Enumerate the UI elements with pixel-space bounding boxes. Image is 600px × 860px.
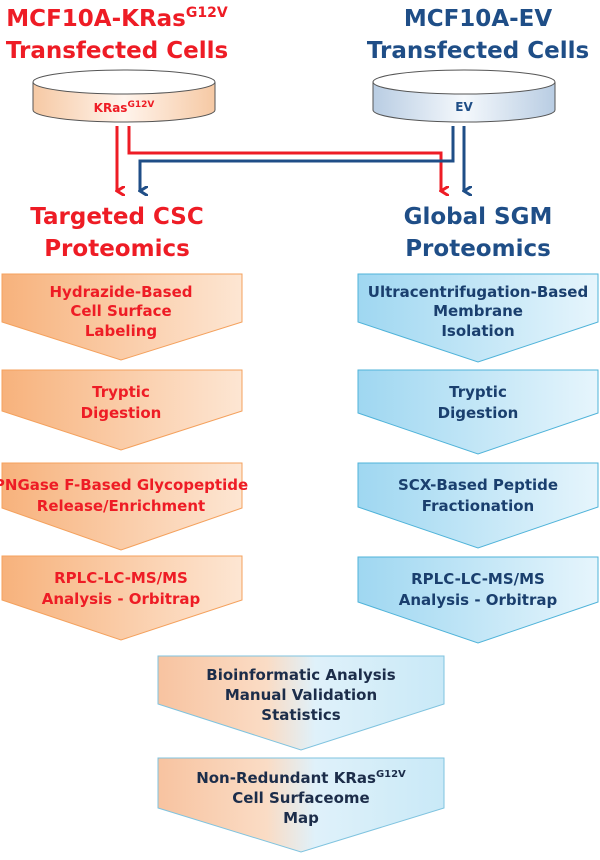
right-step-2: Tryptic Digestion (357, 369, 599, 455)
left-step-1: Hydrazide-Based Cell Surface Labeling (1, 273, 243, 361)
left-branch-title-line2: Proteomics (44, 236, 190, 262)
right-step-1-line2: Membrane (433, 302, 523, 320)
left-branch-title-line1: Targeted CSC (30, 204, 203, 230)
left-step-3-line2: Release/Enrichment (37, 497, 205, 515)
right-step-3: SCX-Based Peptide Fractionation (357, 462, 599, 549)
left-step-4: RPLC-LC-MS/MS Analysis - Orbitrap (1, 555, 243, 641)
flow-arrows (117, 126, 464, 191)
right-step-1-line1: Ultracentrifugation-Based (368, 283, 588, 301)
merged-step-1: Bioinformatic Analysis Manual Validation… (157, 655, 445, 751)
merged-step-2-line1: Non-Redundant KRasG12V (196, 769, 406, 787)
right-header-line2: Transfected Cells (367, 38, 589, 64)
right-step-3-line1: SCX-Based Peptide (398, 476, 558, 494)
left-step-3: PNGase F-Based Glycopeptide Release/Enri… (0, 462, 248, 551)
merged-step-1-line2: Manual Validation (225, 686, 377, 704)
merged-step-2-line2: Cell Surfaceome (232, 789, 369, 807)
right-step-3-line2: Fractionation (422, 497, 534, 515)
arrow-ev-to-csc (140, 126, 455, 191)
merged-step-1-line3: Statistics (261, 706, 341, 724)
merged-step-2: Non-Redundant KRasG12V Cell Surfaceome M… (157, 757, 445, 853)
right-step-2-line1: Tryptic (449, 383, 507, 401)
left-step-2-line1: Tryptic (92, 383, 150, 401)
left-header-line2: Transfected Cells (6, 38, 228, 64)
kras-culture-dish: KRasG12V (32, 69, 216, 123)
left-header-line1: MCF10A-KRasG12V (6, 5, 228, 32)
right-step-1: Ultracentrifugation-Based Membrane Isola… (357, 273, 599, 363)
kras-dish-label: KRasG12V (94, 100, 155, 115)
left-step-1-line1: Hydrazide-Based (50, 283, 193, 301)
left-step-4-line1: RPLC-LC-MS/MS (54, 569, 188, 587)
left-step-1-line3: Labeling (85, 322, 157, 340)
right-branch-title-line2: Proteomics (405, 236, 551, 262)
right-step-4-line2: Analysis - Orbitrap (399, 591, 558, 609)
merged-step-2-line3: Map (283, 809, 319, 827)
arrow-kras-to-sgm (127, 126, 441, 191)
right-step-1-line3: Isolation (441, 322, 514, 340)
right-branch-title-line1: Global SGM (404, 204, 553, 230)
left-step-3-line1: PNGase F-Based Glycopeptide (0, 476, 248, 494)
merged-step-1-line1: Bioinformatic Analysis (206, 666, 396, 684)
right-step-4: RPLC-LC-MS/MS Analysis - Orbitrap (357, 556, 599, 644)
left-step-2: Tryptic Digestion (1, 369, 243, 451)
right-step-4-line1: RPLC-LC-MS/MS (411, 570, 545, 588)
ev-culture-dish: EV (372, 69, 556, 123)
ev-dish-label: EV (455, 100, 473, 114)
left-step-2-line2: Digestion (81, 404, 162, 422)
left-step-4-line2: Analysis - Orbitrap (42, 590, 201, 608)
left-step-1-line2: Cell Surface (70, 302, 171, 320)
right-step-2-line2: Digestion (438, 404, 519, 422)
right-header-line1: MCF10A-EV (404, 6, 553, 32)
